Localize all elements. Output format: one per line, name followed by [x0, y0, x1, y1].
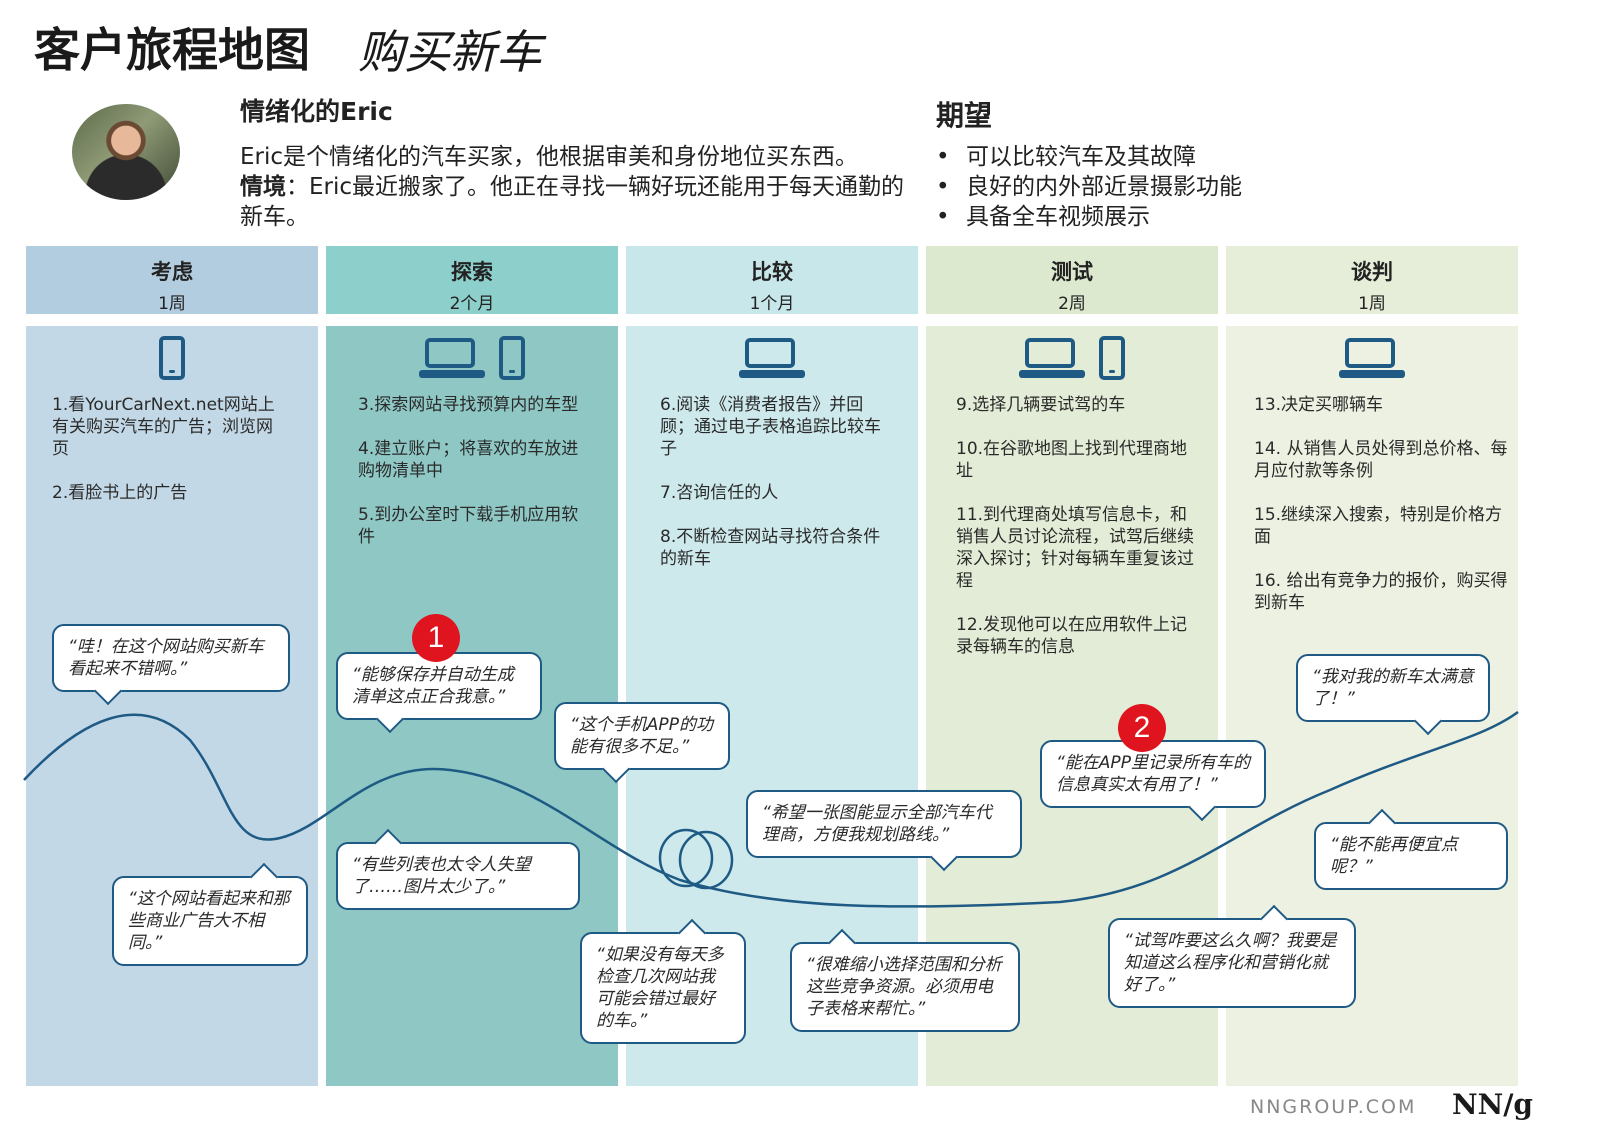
laptop-icon — [739, 338, 805, 380]
phase-devices — [626, 332, 918, 380]
phase-duration: 1周 — [1358, 294, 1386, 314]
persona-desc-line: Eric是个情绪化的汽车买家，他根据审美和身份地位买东西。 — [240, 144, 859, 170]
laptop-icon — [1339, 338, 1405, 380]
quote-bubble: “这个手机APP的功能有很多不足。” — [554, 702, 730, 770]
quote-bubble: “如果没有每天多检查几次网站我可能会错过最好的车。” — [580, 932, 746, 1044]
phase-steps-negotiate: 13.决定买哪辆车 14. 从销售人员处得到总价格、每月应付款等条例 15.继续… — [1254, 394, 1510, 636]
persona-description: Eric是个情绪化的汽车买家，他根据审美和身份地位买东西。 情境：Eric最近搬… — [240, 142, 920, 232]
expectation-item: 良好的内外部近景摄影功能 — [936, 172, 1242, 202]
expectation-item: 具备全车视频展示 — [936, 202, 1242, 232]
phase-duration: 2周 — [1058, 294, 1086, 314]
phase-name: 探索 — [451, 260, 493, 284]
step-item: 5.到办公室时下载手机应用软件 — [358, 505, 579, 547]
quote-text: “很难缩小选择范围和分析这些竞争资源。必须用电子表格来帮忙。” — [806, 955, 1002, 1019]
quote-text: “这个网站看起来和那些商业广告大不相同。” — [128, 889, 290, 953]
footer-site: NNGROUP.COM — [1250, 1096, 1417, 1118]
quote-bubble: “很难缩小选择范围和分析这些竞争资源。必须用电子表格来帮忙。” — [790, 942, 1020, 1032]
step-item: 16. 给出有竞争力的报价，购买得到新车 — [1254, 571, 1508, 613]
phone-icon — [159, 336, 185, 380]
step-item: 7.咨询信任的人 — [660, 483, 779, 503]
phase-steps-compare: 6.阅读《消费者报告》并回顾；通过电子表格追踪比较车子 7.咨询信任的人 8.不… — [660, 394, 890, 592]
page-title: 客户旅程地图 — [34, 23, 310, 77]
step-item: 9.选择几辆要试驾的车 — [956, 395, 1126, 415]
quote-text: “哇！在这个网站购买新车看起来不错啊。” — [68, 637, 264, 679]
phase-name: 测试 — [1051, 260, 1093, 284]
step-item: 1.看YourCarNext.net网站上有关购买汽车的广告；浏览网页 — [52, 395, 275, 459]
quote-text: “试驾咋要这么久啊？我要是知道这么程序化和营销化就好了。” — [1124, 931, 1337, 995]
step-item: 3.探索网站寻找预算内的车型 — [358, 395, 579, 415]
phase-name: 考虑 — [151, 260, 193, 284]
phase-header-compare: 比较 1个月 — [626, 246, 918, 314]
phase-steps-test: 9.选择几辆要试驾的车 10.在谷歌地图上找到代理商地址 11.到代理商处填写信… — [956, 394, 1198, 680]
emotion-curve-line — [23, 710, 1519, 908]
expectations-title: 期望 — [936, 99, 993, 132]
quote-bubble: “哇！在这个网站购买新车看起来不错啊。” — [52, 624, 290, 692]
phase-duration: 2个月 — [449, 294, 495, 314]
step-item: 10.在谷歌地图上找到代理商地址 — [956, 439, 1188, 481]
persona-context-text: ：Eric最近搬家了。他正在寻找一辆好玩还能用于每天通勤的新车。 — [240, 174, 905, 230]
quote-text: “这个手机APP的功能有很多不足。” — [570, 715, 713, 757]
pain-point-badge: 1 — [412, 614, 460, 662]
step-item: 2.看脸书上的广告 — [52, 483, 188, 503]
laptop-icon — [1019, 338, 1085, 380]
step-item: 8.不断检查网站寻找符合条件的新车 — [660, 527, 881, 569]
quote-bubble: “我对我的新车太满意了！” — [1296, 654, 1490, 722]
phase-steps-consider: 1.看YourCarNext.net网站上有关购买汽车的广告；浏览网页 2.看脸… — [52, 394, 278, 526]
footer-logo: NN/g — [1452, 1088, 1533, 1121]
quote-text: “能不能再便宜点呢？” — [1330, 835, 1458, 877]
phase-header-negotiate: 谈判 1周 — [1226, 246, 1518, 314]
expectation-item: 可以比较汽车及其故障 — [936, 142, 1242, 172]
phase-header-explore: 探索 2个月 — [326, 246, 618, 314]
step-item: 13.决定买哪辆车 — [1254, 395, 1384, 415]
phase-header-test: 测试 2周 — [926, 246, 1218, 314]
quote-text: “希望一张图能显示全部汽车代理商，方便我规划路线。” — [762, 803, 992, 845]
phase-steps-explore: 3.探索网站寻找预算内的车型 4.建立账户；将喜欢的车放进购物清单中 5.到办公… — [358, 394, 594, 570]
phase-name: 比较 — [751, 260, 793, 284]
laptop-icon — [419, 338, 485, 380]
emotion-curve-loop — [678, 830, 734, 890]
step-item: 11.到代理商处填写信息卡，和销售人员讨论流程，试驾后继续深入探讨；针对每辆车重… — [956, 505, 1194, 591]
quote-bubble: “能在APP里记录所有车的信息真实太有用了！” — [1040, 740, 1266, 808]
phase-duration: 1个月 — [749, 294, 795, 314]
expectations-list: 可以比较汽车及其故障 良好的内外部近景摄影功能 具备全车视频展示 — [936, 142, 1242, 232]
phase-devices — [926, 332, 1218, 380]
quote-text: “我对我的新车太满意了！” — [1312, 667, 1474, 709]
phase-duration: 1周 — [158, 294, 186, 314]
page-subtitle: 购买新车 — [358, 25, 542, 79]
quote-bubble: “希望一张图能显示全部汽车代理商，方便我规划路线。” — [746, 790, 1022, 858]
step-item: 6.阅读《消费者报告》并回顾；通过电子表格追踪比较车子 — [660, 395, 881, 459]
step-item: 4.建立账户；将喜欢的车放进购物清单中 — [358, 439, 579, 481]
phase-devices — [1226, 332, 1518, 380]
quote-text: “如果没有每天多检查几次网站我可能会错过最好的车。” — [596, 945, 724, 1031]
quote-text: “能在APP里记录所有车的信息真实太有用了！” — [1056, 753, 1250, 795]
phase-devices — [326, 332, 618, 380]
quote-text: “能够保存并自动生成清单这点正合我意。” — [352, 665, 514, 707]
phone-icon — [1099, 336, 1125, 380]
phase-devices — [26, 332, 318, 380]
persona-name: 情绪化的Eric — [240, 97, 393, 126]
emotion-curve-loop — [658, 828, 714, 888]
quote-bubble: “能够保存并自动生成清单这点正合我意。” — [336, 652, 542, 720]
persona-avatar — [72, 104, 180, 200]
pain-point-badge: 2 — [1118, 704, 1166, 752]
step-item: 14. 从销售人员处得到总价格、每月应付款等条例 — [1254, 439, 1508, 481]
quote-bubble: “有些列表也太令人失望了……图片太少了。” — [336, 842, 580, 910]
quote-bubble: “试驾咋要这么久啊？我要是知道这么程序化和营销化就好了。” — [1108, 918, 1356, 1008]
phase-name: 谈判 — [1351, 260, 1393, 284]
phone-icon — [499, 336, 525, 380]
step-item: 12.发现他可以在应用软件上记录每辆车的信息 — [956, 615, 1188, 657]
persona-context-label: 情境 — [240, 174, 286, 200]
quote-bubble: “这个网站看起来和那些商业广告大不相同。” — [112, 876, 308, 966]
quote-text: “有些列表也太令人失望了……图片太少了。” — [352, 855, 531, 897]
quote-bubble: “能不能再便宜点呢？” — [1314, 822, 1508, 890]
step-item: 15.继续深入搜索，特别是价格方面 — [1254, 505, 1503, 547]
phase-header-consider: 考虑 1周 — [26, 246, 318, 314]
